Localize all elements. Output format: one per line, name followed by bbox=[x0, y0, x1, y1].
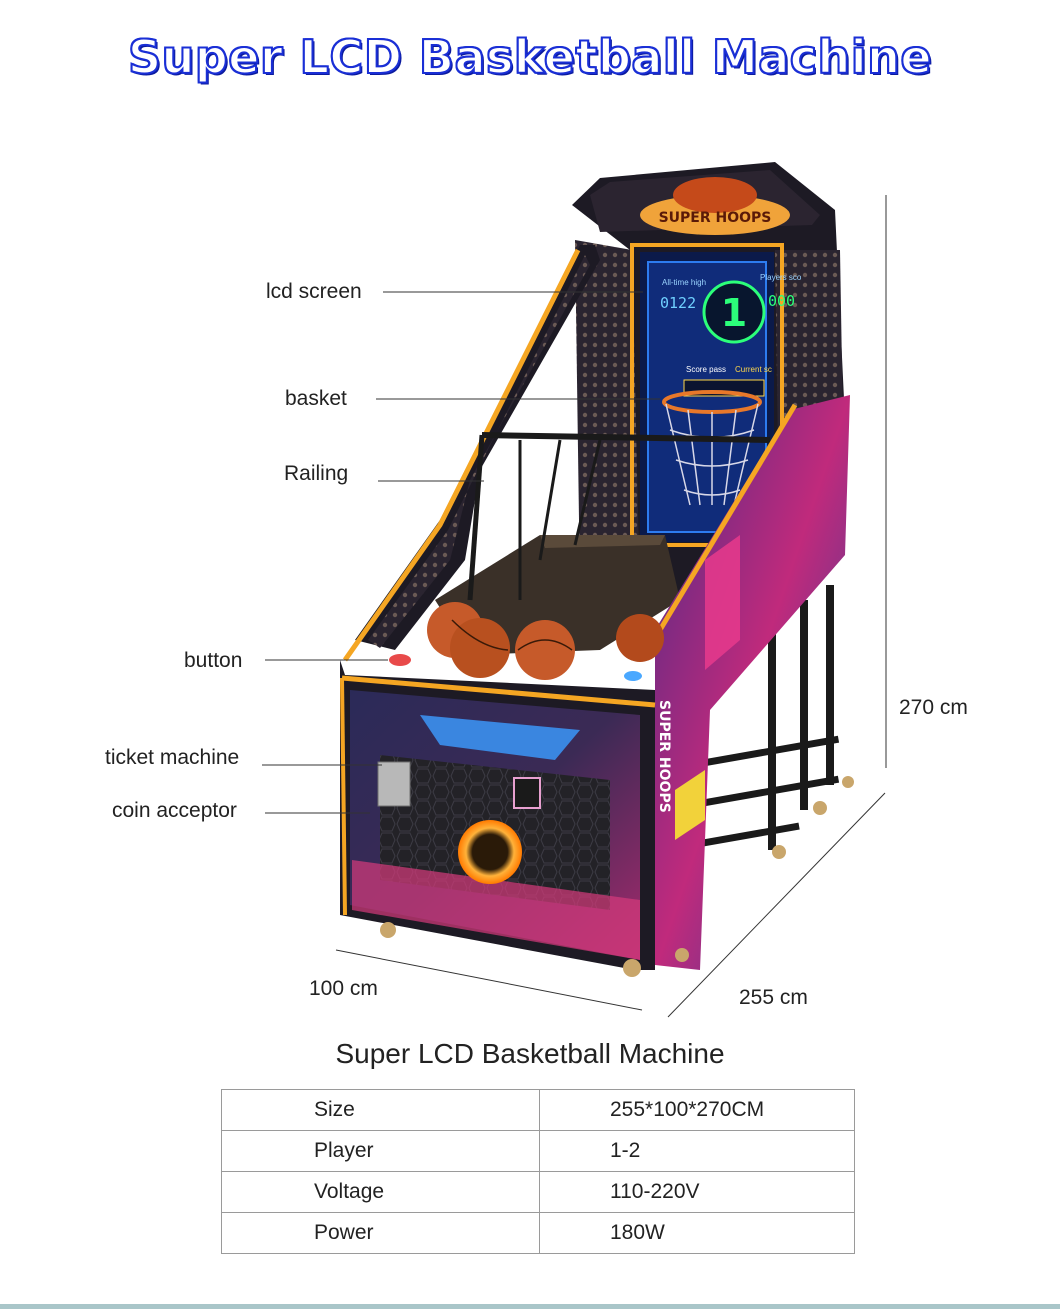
alltime-label: All-time high bbox=[662, 278, 706, 287]
players-value: 000 bbox=[768, 292, 795, 310]
callout-lines bbox=[262, 291, 660, 814]
table-row: Voltage 110-220V bbox=[221, 1171, 855, 1213]
spec-key: Power bbox=[221, 1212, 540, 1254]
dimension-lines bbox=[335, 195, 887, 1018]
support-frame bbox=[699, 585, 854, 859]
table-row: Player 1-2 bbox=[221, 1130, 855, 1172]
logo-text: SUPER HOOPS bbox=[659, 210, 772, 226]
spec-value: 255*100*270CM bbox=[539, 1089, 855, 1131]
side-text: SUPER HOOPS bbox=[656, 700, 672, 813]
timer-value: 1 bbox=[721, 291, 747, 335]
table-row: Size 255*100*270CM bbox=[221, 1089, 855, 1131]
callout-coin-acceptor: coin acceptor bbox=[112, 799, 237, 822]
railing bbox=[467, 432, 771, 601]
spec-value: 180W bbox=[539, 1212, 855, 1254]
right-side-panel: SUPER HOOPS bbox=[655, 395, 850, 970]
basketballs bbox=[427, 602, 664, 680]
callout-button: button bbox=[184, 649, 243, 672]
coin-acceptor bbox=[513, 777, 541, 809]
player-2-button bbox=[622, 669, 644, 683]
ball-outlet-ring bbox=[458, 820, 522, 884]
spec-key: Player bbox=[221, 1130, 540, 1172]
table-row: Power 180W bbox=[221, 1212, 855, 1254]
dimension-depth: 255 cm bbox=[739, 986, 808, 1009]
spec-table: Size 255*100*270CM Player 1-2 Voltage 11… bbox=[221, 1089, 855, 1254]
players-label: Players sco bbox=[760, 273, 802, 282]
current-label: Current sc bbox=[735, 365, 772, 374]
alltime-value: 0122 bbox=[660, 294, 696, 312]
scorepass-label: Score pass bbox=[686, 365, 726, 374]
spec-value: 1-2 bbox=[539, 1130, 855, 1172]
spec-title: Super LCD Basketball Machine bbox=[335, 1038, 725, 1069]
left-side-panel bbox=[342, 245, 600, 662]
callout-railing: Railing bbox=[284, 462, 349, 485]
spec-value: 110-220V bbox=[539, 1171, 855, 1213]
callout-lcd-screen: lcd screen bbox=[266, 280, 362, 303]
front-cabinet bbox=[340, 652, 689, 977]
callout-ticket-machine: ticket machine bbox=[105, 746, 240, 769]
dimension-width: 100 cm bbox=[309, 977, 378, 1000]
page-title: Super LCD Basketball Machine bbox=[127, 29, 933, 85]
callout-basket: basket bbox=[285, 387, 347, 410]
timer-ring bbox=[702, 280, 766, 344]
dimension-height: 270 cm bbox=[899, 696, 968, 719]
player-1-button bbox=[387, 652, 413, 668]
bottom-divider bbox=[0, 1304, 1060, 1309]
spec-key: Size bbox=[221, 1089, 540, 1131]
spec-key: Voltage bbox=[221, 1171, 540, 1213]
ticket-machine bbox=[377, 761, 411, 807]
